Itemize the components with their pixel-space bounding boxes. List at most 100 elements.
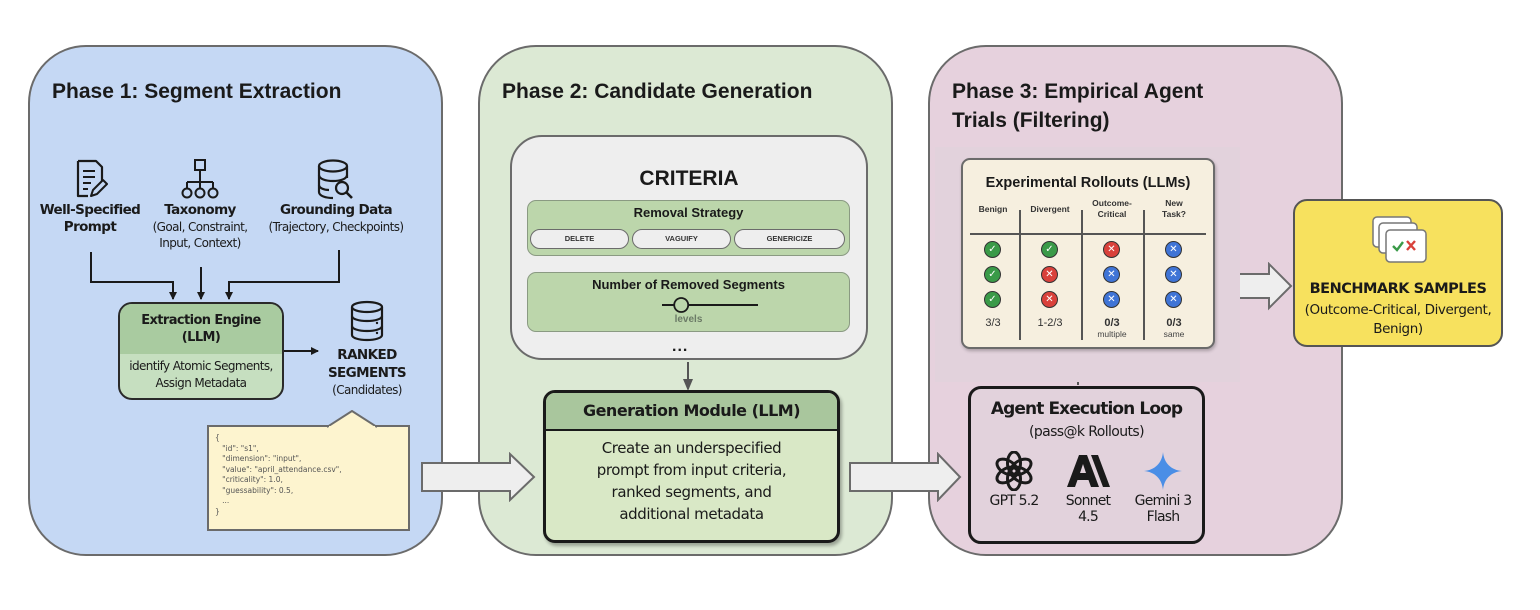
rollout-column-header: Divergent <box>1020 204 1080 215</box>
anthropic-logo-icon <box>1067 455 1110 487</box>
column-header-line: New <box>1165 198 1183 208</box>
json-line: "value": "april_attendance.csv", <box>215 464 342 474</box>
score-note: multiple <box>1097 329 1127 339</box>
removal-strategy-box: Removal Strategy DELETE VAGUIFY GENERICI… <box>527 200 850 256</box>
model-name: Sonnet <box>1065 493 1111 509</box>
model-name: Gemini 3 <box>1134 493 1193 509</box>
generation-module-body: Create an underspecified prompt from inp… <box>546 431 837 525</box>
json-line: "id": "s1", <box>215 443 259 453</box>
generation-module-box: Generation Module (LLM) Create an unders… <box>543 390 840 543</box>
strategy-option-vaguify[interactable]: VAGUIFY <box>632 229 731 249</box>
score-note: same <box>1163 329 1185 339</box>
cross-icon: ✕ <box>1165 266 1182 283</box>
gen-line: prompt from input criteria, <box>596 461 787 479</box>
segment-json-example: { "id": "s1", "dimension": "input", "val… <box>207 425 410 531</box>
input-label: Well-Specified <box>39 202 141 218</box>
strategy-option-genericize[interactable]: GENERICIZE <box>734 229 845 249</box>
phase-3-title-line2: Trials (Filtering) <box>952 109 1110 132</box>
input-label: Taxonomy <box>164 202 236 218</box>
database-icon <box>350 300 384 342</box>
phase-2-title: Phase 2: Candidate Generation <box>502 80 813 103</box>
phase-3-title: Phase 3: Empirical Agent Trials (Filteri… <box>952 77 1203 135</box>
strategy-option-delete[interactable]: DELETE <box>530 229 629 249</box>
column-header-line: Benign <box>978 204 1008 214</box>
slider-thumb <box>673 297 690 313</box>
num-removed-segments-box: Number of Removed Segments levels <box>527 272 850 332</box>
input-grounding-data: Grounding Data (Trajectory, Checkpoints) <box>260 158 412 235</box>
arrow-phase1-to-phase2 <box>421 452 536 502</box>
table-column-rule <box>1143 210 1145 340</box>
cross-icon: ✕ <box>1165 291 1182 308</box>
connector-grounding-to-engine <box>225 250 340 300</box>
table-header-rule <box>970 233 1206 235</box>
database-search-icon <box>317 159 353 200</box>
column-header-line: Task? <box>1162 209 1186 219</box>
rollout-column-header: Outcome-Critical <box>1082 198 1142 220</box>
agent-loop-sub: (pass@k Rollouts) <box>1028 424 1145 440</box>
generation-module-title: Generation Module (LLM) <box>546 393 837 431</box>
engine-title-2: (LLM) <box>181 330 221 345</box>
removal-strategy-title: Removal Strategy <box>633 205 744 220</box>
check-icon: ✓ <box>984 291 1001 308</box>
model-sonnet: Sonnet 4.5 <box>1053 451 1123 525</box>
slider-label: levels <box>674 314 703 325</box>
column-header-line: Outcome- <box>1092 198 1132 208</box>
phase-3-title-line1: Phase 3: Empirical Agent <box>952 80 1204 103</box>
stacked-cards-check-cross-icon <box>1372 216 1427 263</box>
column-header-line: Divergent <box>1030 204 1070 214</box>
model-name: GPT 5.2 <box>989 493 1040 509</box>
cross-icon: ✕ <box>1041 291 1058 308</box>
rollout-score: 3/3 <box>963 318 1023 329</box>
model-gpt: GPT 5.2 <box>977 451 1051 509</box>
levels-slider[interactable] <box>660 296 760 314</box>
gemini-logo-icon <box>1144 452 1182 490</box>
check-icon: ✓ <box>984 241 1001 258</box>
rollouts-title: Experimental Rollouts (LLMs) <box>985 175 1191 191</box>
connector-prompt-to-engine <box>90 252 177 300</box>
agent-loop-title: Agent Execution Loop <box>990 399 1183 419</box>
gen-line: ranked segments, and <box>611 483 772 501</box>
hierarchy-icon <box>181 159 219 199</box>
check-icon: ✓ <box>984 266 1001 283</box>
ranked-sub: (Candidates) <box>332 383 402 397</box>
score-value: 1-2/3 <box>1037 317 1063 329</box>
table-column-rule <box>1081 210 1083 340</box>
extraction-engine-box: Extraction Engine (LLM) identify Atomic … <box>118 302 284 400</box>
json-line: { <box>215 433 220 442</box>
json-line: "guessability": 0.5, <box>215 485 294 495</box>
experimental-rollouts-card: Experimental Rollouts (LLMs) Benign ✓ ✓ ✓ 3/… <box>961 158 1215 349</box>
engine-desc: identify Atomic Segments, <box>129 359 273 373</box>
ranked-segments: RANKED SEGMENTS (Candidates) <box>322 300 412 398</box>
json-callout-notch <box>327 410 377 428</box>
score-value: 0/3 <box>1166 317 1182 329</box>
ranked-title-2: SEGMENTS <box>327 365 407 381</box>
cross-icon: ✕ <box>1103 266 1120 283</box>
gen-line: Create an underspecified <box>601 439 782 457</box>
benchmark-samples-box: BENCHMARK SAMPLES (Outcome-Critical, Div… <box>1293 199 1503 347</box>
json-line: "criticality": 1.0, <box>215 475 283 484</box>
benchmark-sub-line1: (Outcome-Critical, Divergent, <box>1304 302 1492 318</box>
criteria-title: CRITERIA <box>639 167 739 190</box>
rollout-score: 1-2/3 <box>1020 318 1080 329</box>
input-taxonomy: Taxonomy (Goal, Constraint, Input, Conte… <box>145 158 255 251</box>
engine-title: Extraction Engine <box>141 313 261 328</box>
benchmark-sub: (Outcome-Critical, Divergent, Benign) <box>1295 301 1501 339</box>
openai-logo-icon <box>995 451 1033 491</box>
input-label-2: Prompt <box>63 219 117 235</box>
cross-icon: ✕ <box>1103 291 1120 308</box>
cross-icon: ✕ <box>1041 266 1058 283</box>
model-gemini: Gemini 3 Flash <box>1125 451 1201 525</box>
engine-desc-2: Assign Metadata <box>155 376 248 390</box>
extraction-engine-body: identify Atomic Segments, Assign Metadat… <box>120 354 282 392</box>
table-column-rule <box>1019 210 1021 340</box>
json-line: ... <box>215 496 230 505</box>
model-name-2: Flash <box>1146 509 1181 525</box>
ranked-title: RANKED <box>337 347 397 363</box>
benchmark-sub-line2: Benign) <box>1373 321 1423 337</box>
arrow-phase2-to-phase3 <box>849 452 962 502</box>
check-icon: ✓ <box>1041 241 1058 258</box>
more-criteria-ellipsis: ... <box>672 338 689 355</box>
input-sub: (Goal, Constraint, <box>152 220 248 234</box>
